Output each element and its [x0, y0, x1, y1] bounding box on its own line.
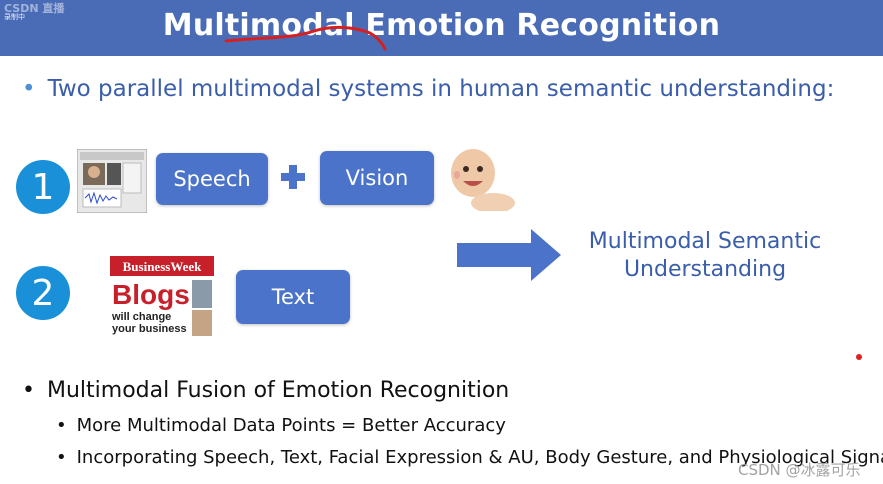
- underline-scribble: [224, 25, 387, 51]
- fusion-item-text: More Multimodal Data Points = Better Acc…: [76, 415, 506, 436]
- businessweek-magazine-cover: BusinessWeek Blogs will change your busi…: [110, 256, 214, 338]
- fusion-heading-text: Multimodal Fusion of Emotion Recognition: [46, 378, 510, 403]
- plus-icon: [281, 165, 305, 189]
- bullet-dot: •: [56, 447, 67, 468]
- video-speech-thumbnail: [77, 149, 147, 213]
- magazine-tagline-1: will change: [111, 311, 171, 323]
- title-bar: [0, 0, 883, 56]
- bullet-dot: •: [56, 415, 67, 436]
- magazine-headline: Blogs: [112, 279, 190, 310]
- fusion-item: • Incorporating Speech, Text, Facial Expr…: [56, 447, 883, 468]
- magazine-masthead: BusinessWeek: [123, 259, 203, 274]
- slide-title: Multimodal Emotion Recognition: [162, 8, 721, 43]
- speech-box: Speech: [156, 153, 268, 205]
- text-box: Text: [236, 270, 350, 324]
- result-label: Multimodal Semantic Understanding: [588, 229, 822, 282]
- watermark: CSDN @冰露可乐: [738, 461, 861, 479]
- fusion-item: • More Multimodal Data Points = Better Ac…: [56, 415, 506, 436]
- number-badge-2: 2: [16, 266, 70, 320]
- fusion-heading: • Multimodal Fusion of Emotion Recognitio…: [22, 378, 509, 403]
- vision-box: Vision: [320, 151, 434, 205]
- intro-bullet: • Two parallel multimodal systems in huma…: [22, 76, 834, 102]
- number-badge-1: 1: [16, 160, 70, 214]
- bullet-dot: •: [22, 76, 36, 102]
- intro-text: Two parallel multimodal systems in human…: [47, 76, 835, 102]
- bullet-dot: •: [22, 378, 35, 403]
- pointer-dot: [856, 354, 862, 360]
- magazine-tagline-2: your business: [112, 323, 187, 335]
- right-arrow-icon: [457, 229, 561, 281]
- fusion-item-text: Incorporating Speech, Text, Facial Expre…: [76, 447, 883, 468]
- recording-status: 录制中: [4, 13, 25, 21]
- recording-logo: CSDN 直播: [4, 2, 65, 15]
- baby-photo: [443, 145, 515, 211]
